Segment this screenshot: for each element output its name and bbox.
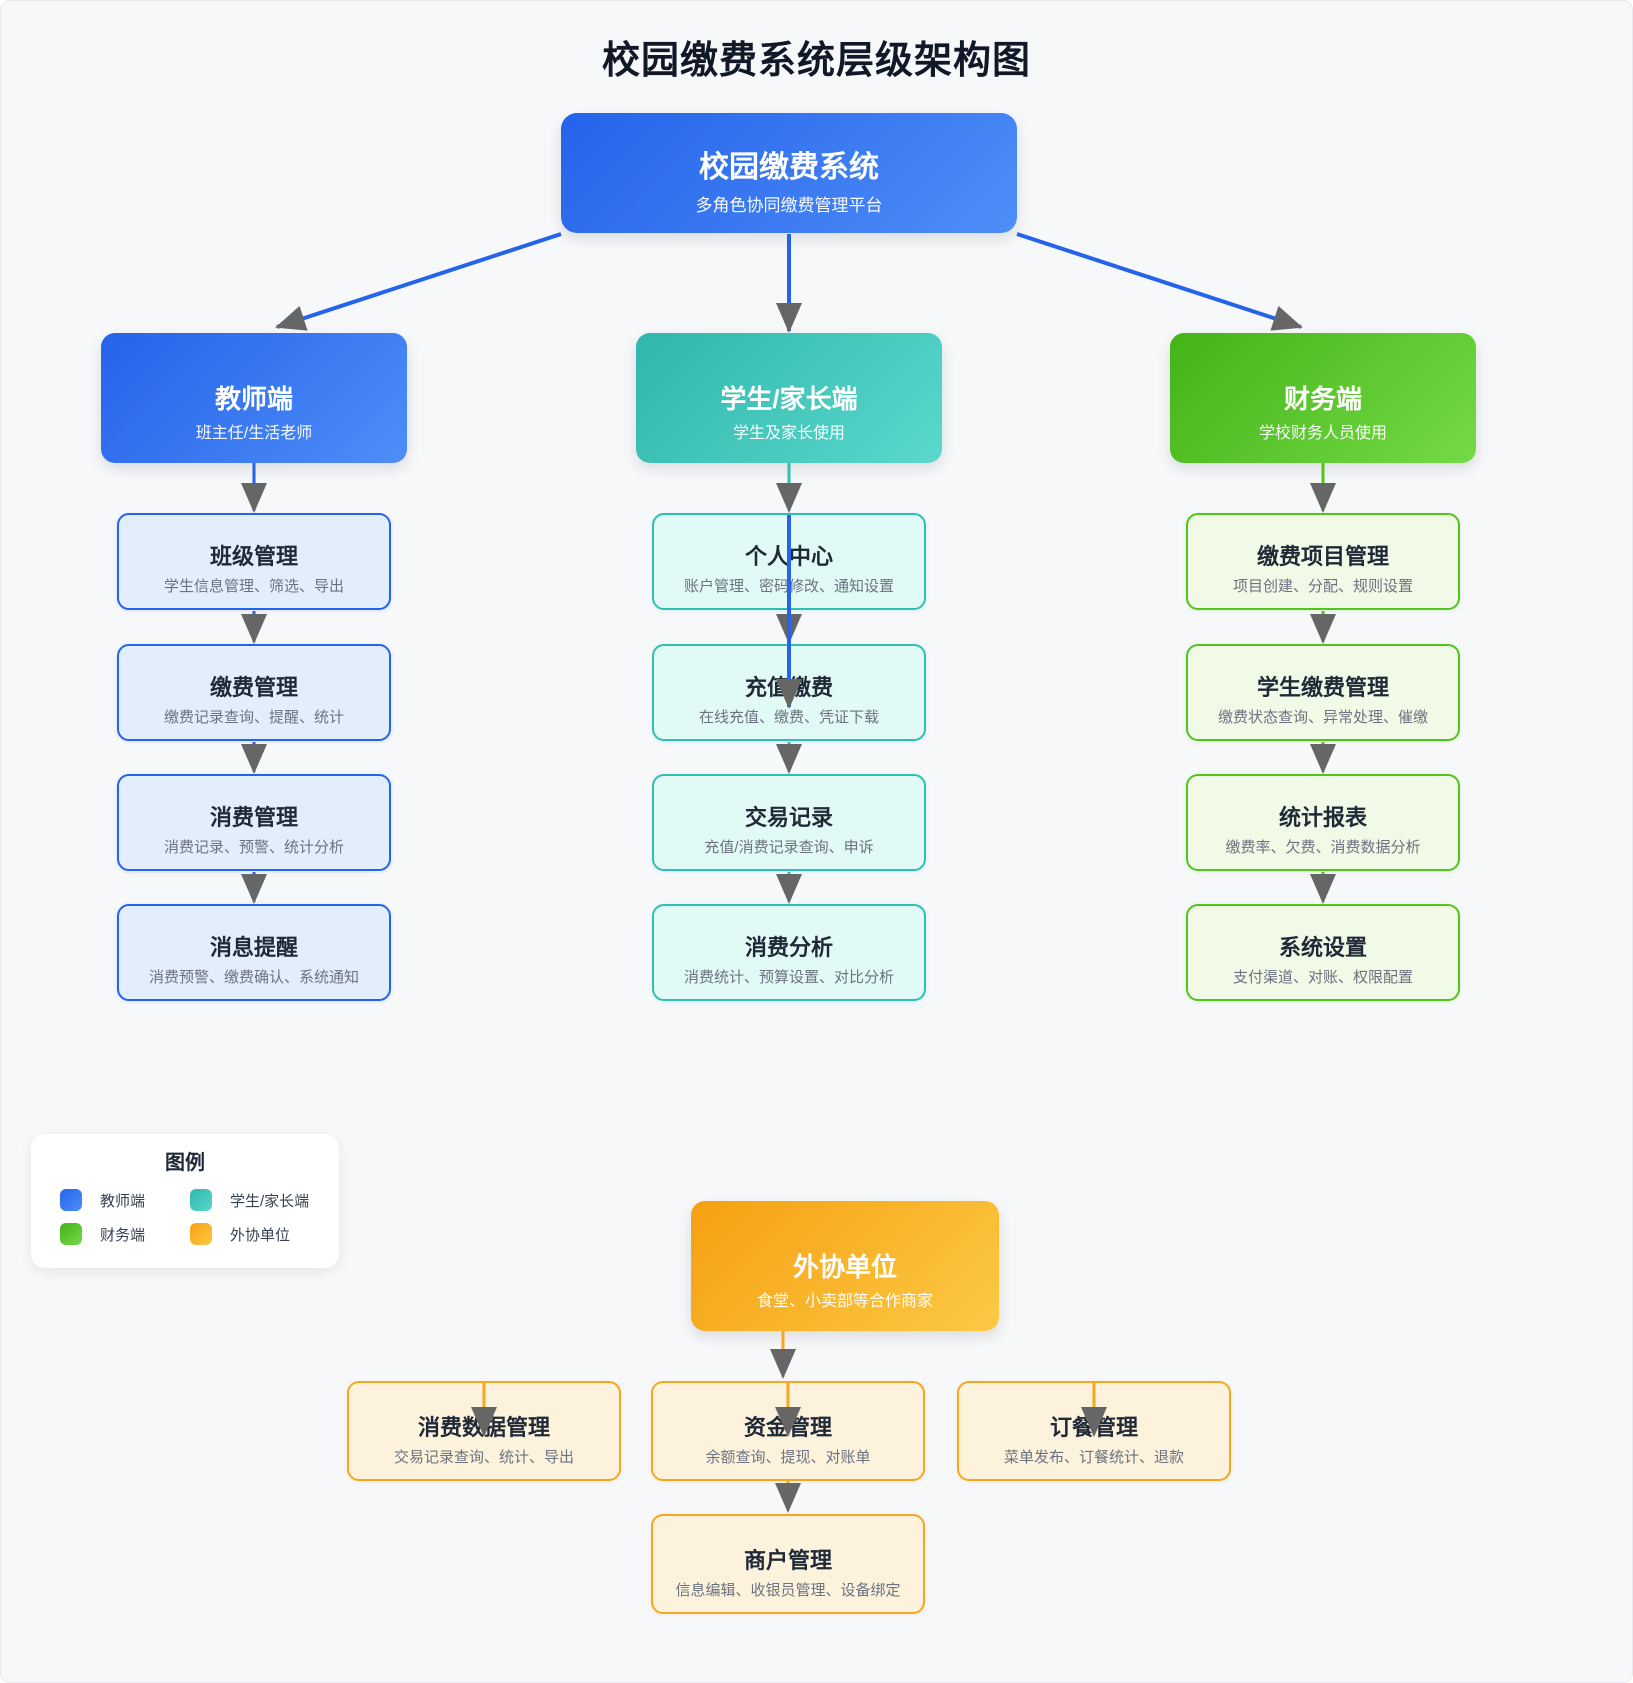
partner-color-swatch-icon xyxy=(190,1223,212,1245)
node-title: 校园缴费系统 xyxy=(699,151,879,184)
node-subtitle: 项目创建、分配、规则设置 xyxy=(1232,578,1413,595)
node-subtitle: 多角色协同缴费管理平台 xyxy=(695,196,883,215)
node-funds-management: 资金管理 余额查询、提现、对账单 xyxy=(651,1381,925,1481)
legend-label: 学生/家长端 xyxy=(230,1192,310,1210)
legend-item-student: 学生/家长端 xyxy=(190,1189,319,1211)
node-title: 系统设置 xyxy=(1278,935,1367,960)
page-title: 校园缴费系统层级架构图 xyxy=(601,40,1031,82)
node-subtitle: 缴费记录查询、提醒、统计 xyxy=(163,709,344,726)
root-to-finance-arrow xyxy=(1016,232,1303,331)
node-subtitle: 菜单发布、订餐统计、退款 xyxy=(1003,1449,1184,1466)
legend-item-partner: 外协单位 xyxy=(190,1223,319,1245)
root-to-teacher-arrow xyxy=(275,232,562,331)
node-system-settings: 系统设置 支付渠道、对账、权限配置 xyxy=(1186,904,1460,1001)
node-meal-order-management: 订餐管理 菜单发布、订餐统计、退款 xyxy=(957,1381,1231,1481)
node-consumption-management: 消费管理 消费记录、预警、统计分析 xyxy=(117,774,391,871)
node-subtitle: 学生信息管理、筛选、导出 xyxy=(163,578,344,595)
node-subtitle: 在线充值、缴费、凭证下载 xyxy=(698,709,879,726)
student-color-swatch-icon xyxy=(190,1189,212,1211)
finance-color-swatch-icon xyxy=(60,1223,82,1245)
node-title: 交易记录 xyxy=(744,805,833,830)
node-subtitle: 账户管理、密码修改、通知设置 xyxy=(683,578,894,595)
node-personal-center: 个人中心 账户管理、密码修改、通知设置 xyxy=(652,513,926,610)
node-message-reminder: 消息提醒 消费预警、缴费确认、系统通知 xyxy=(117,904,391,1001)
student-header-node: 学生/家长端 学生及家长使用 xyxy=(636,333,942,463)
node-subtitle: 消费预警、缴费确认、系统通知 xyxy=(148,969,359,986)
node-title: 缴费管理 xyxy=(209,675,298,700)
node-title: 学生/家长端 xyxy=(720,384,858,414)
node-title: 消费数据管理 xyxy=(417,1415,550,1440)
node-title: 班级管理 xyxy=(209,544,298,569)
legend-label: 教师端 xyxy=(100,1192,146,1210)
node-statistics-report: 统计报表 缴费率、欠费、消费数据分析 xyxy=(1186,774,1460,871)
node-subtitle: 余额查询、提现、对账单 xyxy=(705,1449,871,1466)
node-title: 财务端 xyxy=(1283,384,1362,414)
node-title: 外协单位 xyxy=(792,1252,897,1282)
teacher-header-node: 教师端 班主任/生活老师 xyxy=(101,333,407,463)
node-subtitle: 消费记录、预警、统计分析 xyxy=(163,839,344,856)
node-title: 消息提醒 xyxy=(209,935,298,960)
node-subtitle: 缴费状态查询、异常处理、催缴 xyxy=(1217,709,1428,726)
node-title: 消费分析 xyxy=(744,935,833,960)
node-consumption-data-management: 消费数据管理 交易记录查询、统计、导出 xyxy=(347,1381,621,1481)
legend-label: 财务端 xyxy=(100,1226,146,1244)
node-subtitle: 充值/消费记录查询、申诉 xyxy=(704,839,874,856)
node-subtitle: 交易记录查询、统计、导出 xyxy=(393,1449,574,1466)
node-subtitle: 缴费率、欠费、消费数据分析 xyxy=(1225,839,1421,856)
node-title: 教师端 xyxy=(214,384,293,414)
node-merchant-management: 商户管理 信息编辑、收银员管理、设备绑定 xyxy=(651,1514,925,1614)
node-subtitle: 消费统计、预算设置、对比分析 xyxy=(683,969,894,986)
node-payment-item-management: 缴费项目管理 项目创建、分配、规则设置 xyxy=(1186,513,1460,610)
node-consumption-analysis: 消费分析 消费统计、预算设置、对比分析 xyxy=(652,904,926,1001)
node-class-management: 班级管理 学生信息管理、筛选、导出 xyxy=(117,513,391,610)
node-transaction-records: 交易记录 充值/消费记录查询、申诉 xyxy=(652,774,926,871)
node-recharge-payment: 充值缴费 在线充值、缴费、凭证下载 xyxy=(652,644,926,741)
node-subtitle: 食堂、小卖部等合作商家 xyxy=(756,1293,933,1310)
node-title: 学生缴费管理 xyxy=(1256,675,1389,700)
legend-label: 外协单位 xyxy=(230,1226,291,1244)
node-subtitle: 学生及家长使用 xyxy=(732,425,845,442)
root-node: 校园缴费系统 多角色协同缴费管理平台 xyxy=(561,113,1017,233)
node-title: 订餐管理 xyxy=(1049,1415,1138,1440)
node-title: 缴费项目管理 xyxy=(1256,544,1389,569)
node-payment-management: 缴费管理 缴费记录查询、提醒、统计 xyxy=(117,644,391,741)
node-title: 消费管理 xyxy=(209,805,298,830)
node-subtitle: 学校财务人员使用 xyxy=(1258,425,1387,442)
node-title: 充值缴费 xyxy=(744,675,833,700)
legend-item-finance: 财务端 xyxy=(60,1223,190,1245)
partner-header-node: 外协单位 食堂、小卖部等合作商家 xyxy=(691,1201,999,1331)
node-title: 统计报表 xyxy=(1278,805,1367,830)
node-subtitle: 支付渠道、对账、权限配置 xyxy=(1232,969,1413,986)
legend-title: 图例 xyxy=(165,1152,205,1174)
node-subtitle: 信息编辑、收银员管理、设备绑定 xyxy=(675,1582,901,1599)
node-title: 个人中心 xyxy=(744,544,833,569)
finance-header-node: 财务端 学校财务人员使用 xyxy=(1170,333,1476,463)
legend-card: 图例 教师端 学生/家长端 财务端 外协单位 xyxy=(31,1134,339,1268)
legend-item-teacher: 教师端 xyxy=(60,1189,190,1211)
node-title: 资金管理 xyxy=(743,1415,832,1440)
node-subtitle: 班主任/生活老师 xyxy=(195,425,313,442)
node-student-payment-management: 学生缴费管理 缴费状态查询、异常处理、催缴 xyxy=(1186,644,1460,741)
node-title: 商户管理 xyxy=(743,1548,832,1573)
teacher-color-swatch-icon xyxy=(60,1189,82,1211)
